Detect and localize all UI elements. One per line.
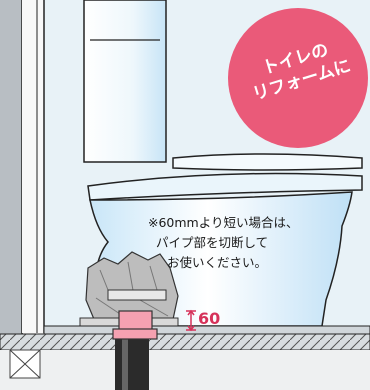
note-line-3: お使いください。	[167, 255, 268, 270]
toilet-seat	[87, 172, 363, 201]
wall-board	[22, 0, 44, 333]
promo-badge: トイレの リフォームに	[228, 8, 368, 148]
note-line-1: ※60mmより短い場合は、	[148, 215, 299, 230]
floor-slab	[0, 333, 370, 351]
installation-note: ※60mmより短い場合は、 パイプ部を切断して お使いください。	[148, 213, 348, 273]
dimension-label: 60	[198, 309, 221, 328]
note-line-2: パイプ部を切断して	[156, 235, 269, 250]
toilet-lid	[172, 153, 363, 171]
wall-stud	[0, 0, 22, 340]
drain-pipe	[115, 334, 149, 390]
toilet-tank	[83, 0, 167, 163]
promo-badge-text: トイレの リフォームに	[225, 28, 370, 111]
